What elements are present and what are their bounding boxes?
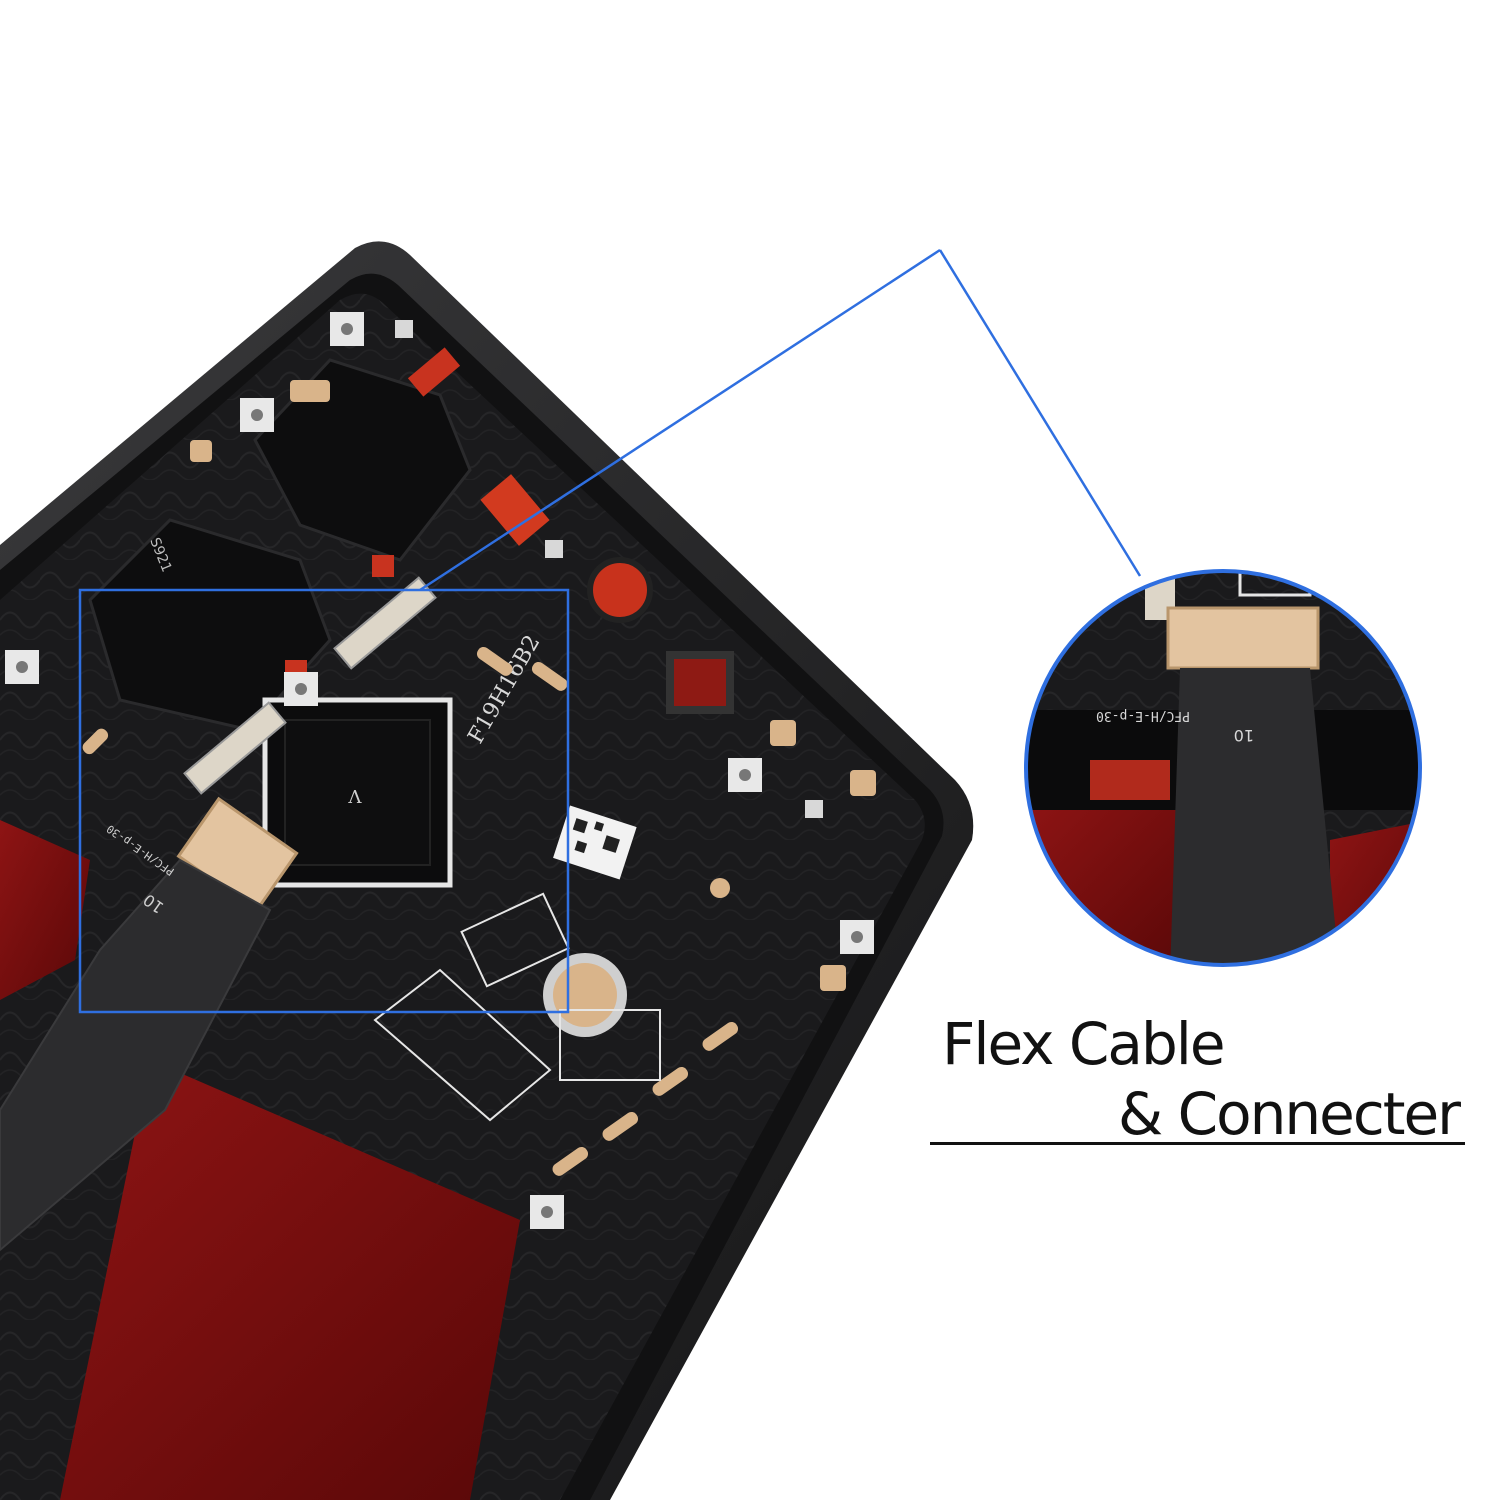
callout-line-1 (419, 248, 941, 592)
zoom-detail: PFC/H-E-p-30 10 (1026, 571, 1420, 965)
zoom-flex-number: 10 (1234, 726, 1254, 745)
board-grid (373, 892, 661, 1122)
vibration-motor (543, 953, 627, 1037)
shield-block-1 (253, 358, 472, 562)
battery-red-panel-left (0, 820, 90, 1000)
zoom-flex-cable (1170, 668, 1340, 965)
flex-cable (0, 858, 272, 1253)
board-connector-2 (183, 701, 287, 795)
shield-block-2 (88, 518, 332, 732)
red-marker-2 (372, 555, 394, 577)
battery-red-panel-bottom (60, 1060, 520, 1500)
chip-label: V (348, 785, 363, 806)
highlight-box (78, 588, 570, 1014)
qr-code-icon (553, 805, 637, 880)
red-camera-ring (587, 557, 653, 623)
red-sensor (666, 651, 734, 714)
board-connector-1 (333, 576, 437, 670)
caption: Flex Cable & Connecter (930, 1010, 1470, 1160)
caption-underline (930, 1142, 1465, 1145)
zoom-flex-label: PFC/H-E-p-30 (1096, 708, 1190, 723)
gold-contacts (82, 380, 876, 1176)
zoom-circle-border (1024, 569, 1422, 967)
red-component-1 (480, 474, 550, 546)
caption-subtitle: & Connecter (1118, 1080, 1461, 1148)
zoom-connector (1166, 606, 1320, 670)
caption-title: Flex Cable (942, 1010, 1226, 1078)
red-marker-1 (407, 347, 461, 397)
screw-icon (5, 312, 874, 1229)
callout-line-2 (938, 249, 1142, 577)
